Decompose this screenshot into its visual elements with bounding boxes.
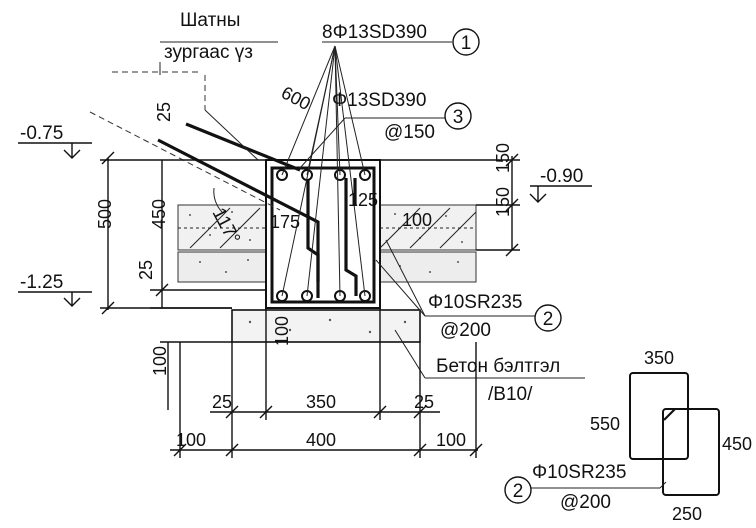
dim-row2-left: 100 [176,430,206,450]
level-right-text: -0.90 [540,166,583,187]
dim-row2-mid: 400 [306,430,336,450]
stirrup-detail-height-right: 450 [722,434,752,454]
dim-row1-right: 25 [414,392,434,412]
dim-right-150-top: 150 [493,143,513,173]
slanted-bar [89,71,320,282]
stirrup-detail-label: Φ10SR235 [532,462,626,483]
dim-row1-left: 25 [212,392,232,412]
main-bar-mark: 1 [461,33,472,54]
stirrup-label: Φ10SR235 [428,292,522,313]
level-marker-left-bottom: -1.25 [18,272,92,307]
dim-inner-100: 100 [402,210,432,230]
lean-concrete-line2: /B10/ [488,384,533,405]
dim-left-450: 450 [149,199,169,229]
level-top-left-text: -0.75 [20,123,63,144]
leaders [159,41,585,379]
dim-inner-175: 175 [270,212,300,232]
stirrup-mark-bubble: 2 [534,304,562,332]
slanted-bar-spacing: @150 [384,122,435,143]
dim-base-100-vertical: 100 [272,316,292,346]
stirrup-detail-mark: 2 [513,481,524,502]
level-marker-right: -0.90 [529,166,592,203]
slanted-bar-label: Φ13SD390 [332,90,426,111]
dim-left-total: 500 [95,199,115,229]
dim-base-100-left: 100 [150,346,170,376]
stirrup-detail-width: 350 [644,348,674,368]
main-bar-mark-bubble: 1 [452,28,480,56]
stirrup-spacing: @200 [440,320,491,341]
see-stair-drawing-line1: Шатны [180,10,240,31]
stirrup-mark: 2 [543,309,554,330]
dim-right-150-bottom: 150 [493,187,513,217]
level-marker-left-top: -0.75 [18,123,92,159]
level-bottom-left-text: -1.25 [20,272,63,293]
stirrup-detail: 350 550 450 250 Φ10SR235 @200 2 [504,348,752,524]
slanted-bar-mark: 3 [453,107,464,128]
lean-concrete-base [231,309,421,343]
dimension-lines [100,151,520,458]
slanted-bar-mark-bubble: 3 [444,102,472,130]
main-bar-label: 8Φ13SD390 [322,22,427,43]
dim-left-25: 25 [136,260,156,280]
dim-row1-mid: 350 [306,392,336,412]
dim-bend-25-top: 25 [154,102,174,122]
stirrup-detail-bottom-width: 250 [672,504,702,524]
dim-inner-125: 125 [348,190,378,210]
beam-section [265,159,381,309]
see-stair-drawing-line2: зургаас үз [164,42,253,63]
dim-row2-right: 100 [436,430,466,450]
stirrup-detail-spacing: @200 [560,492,611,513]
stirrup-detail-height-left: 550 [590,414,620,434]
slab-hatch [189,207,477,249]
lean-concrete-line1: Бетон бэлтгэл [436,356,560,377]
